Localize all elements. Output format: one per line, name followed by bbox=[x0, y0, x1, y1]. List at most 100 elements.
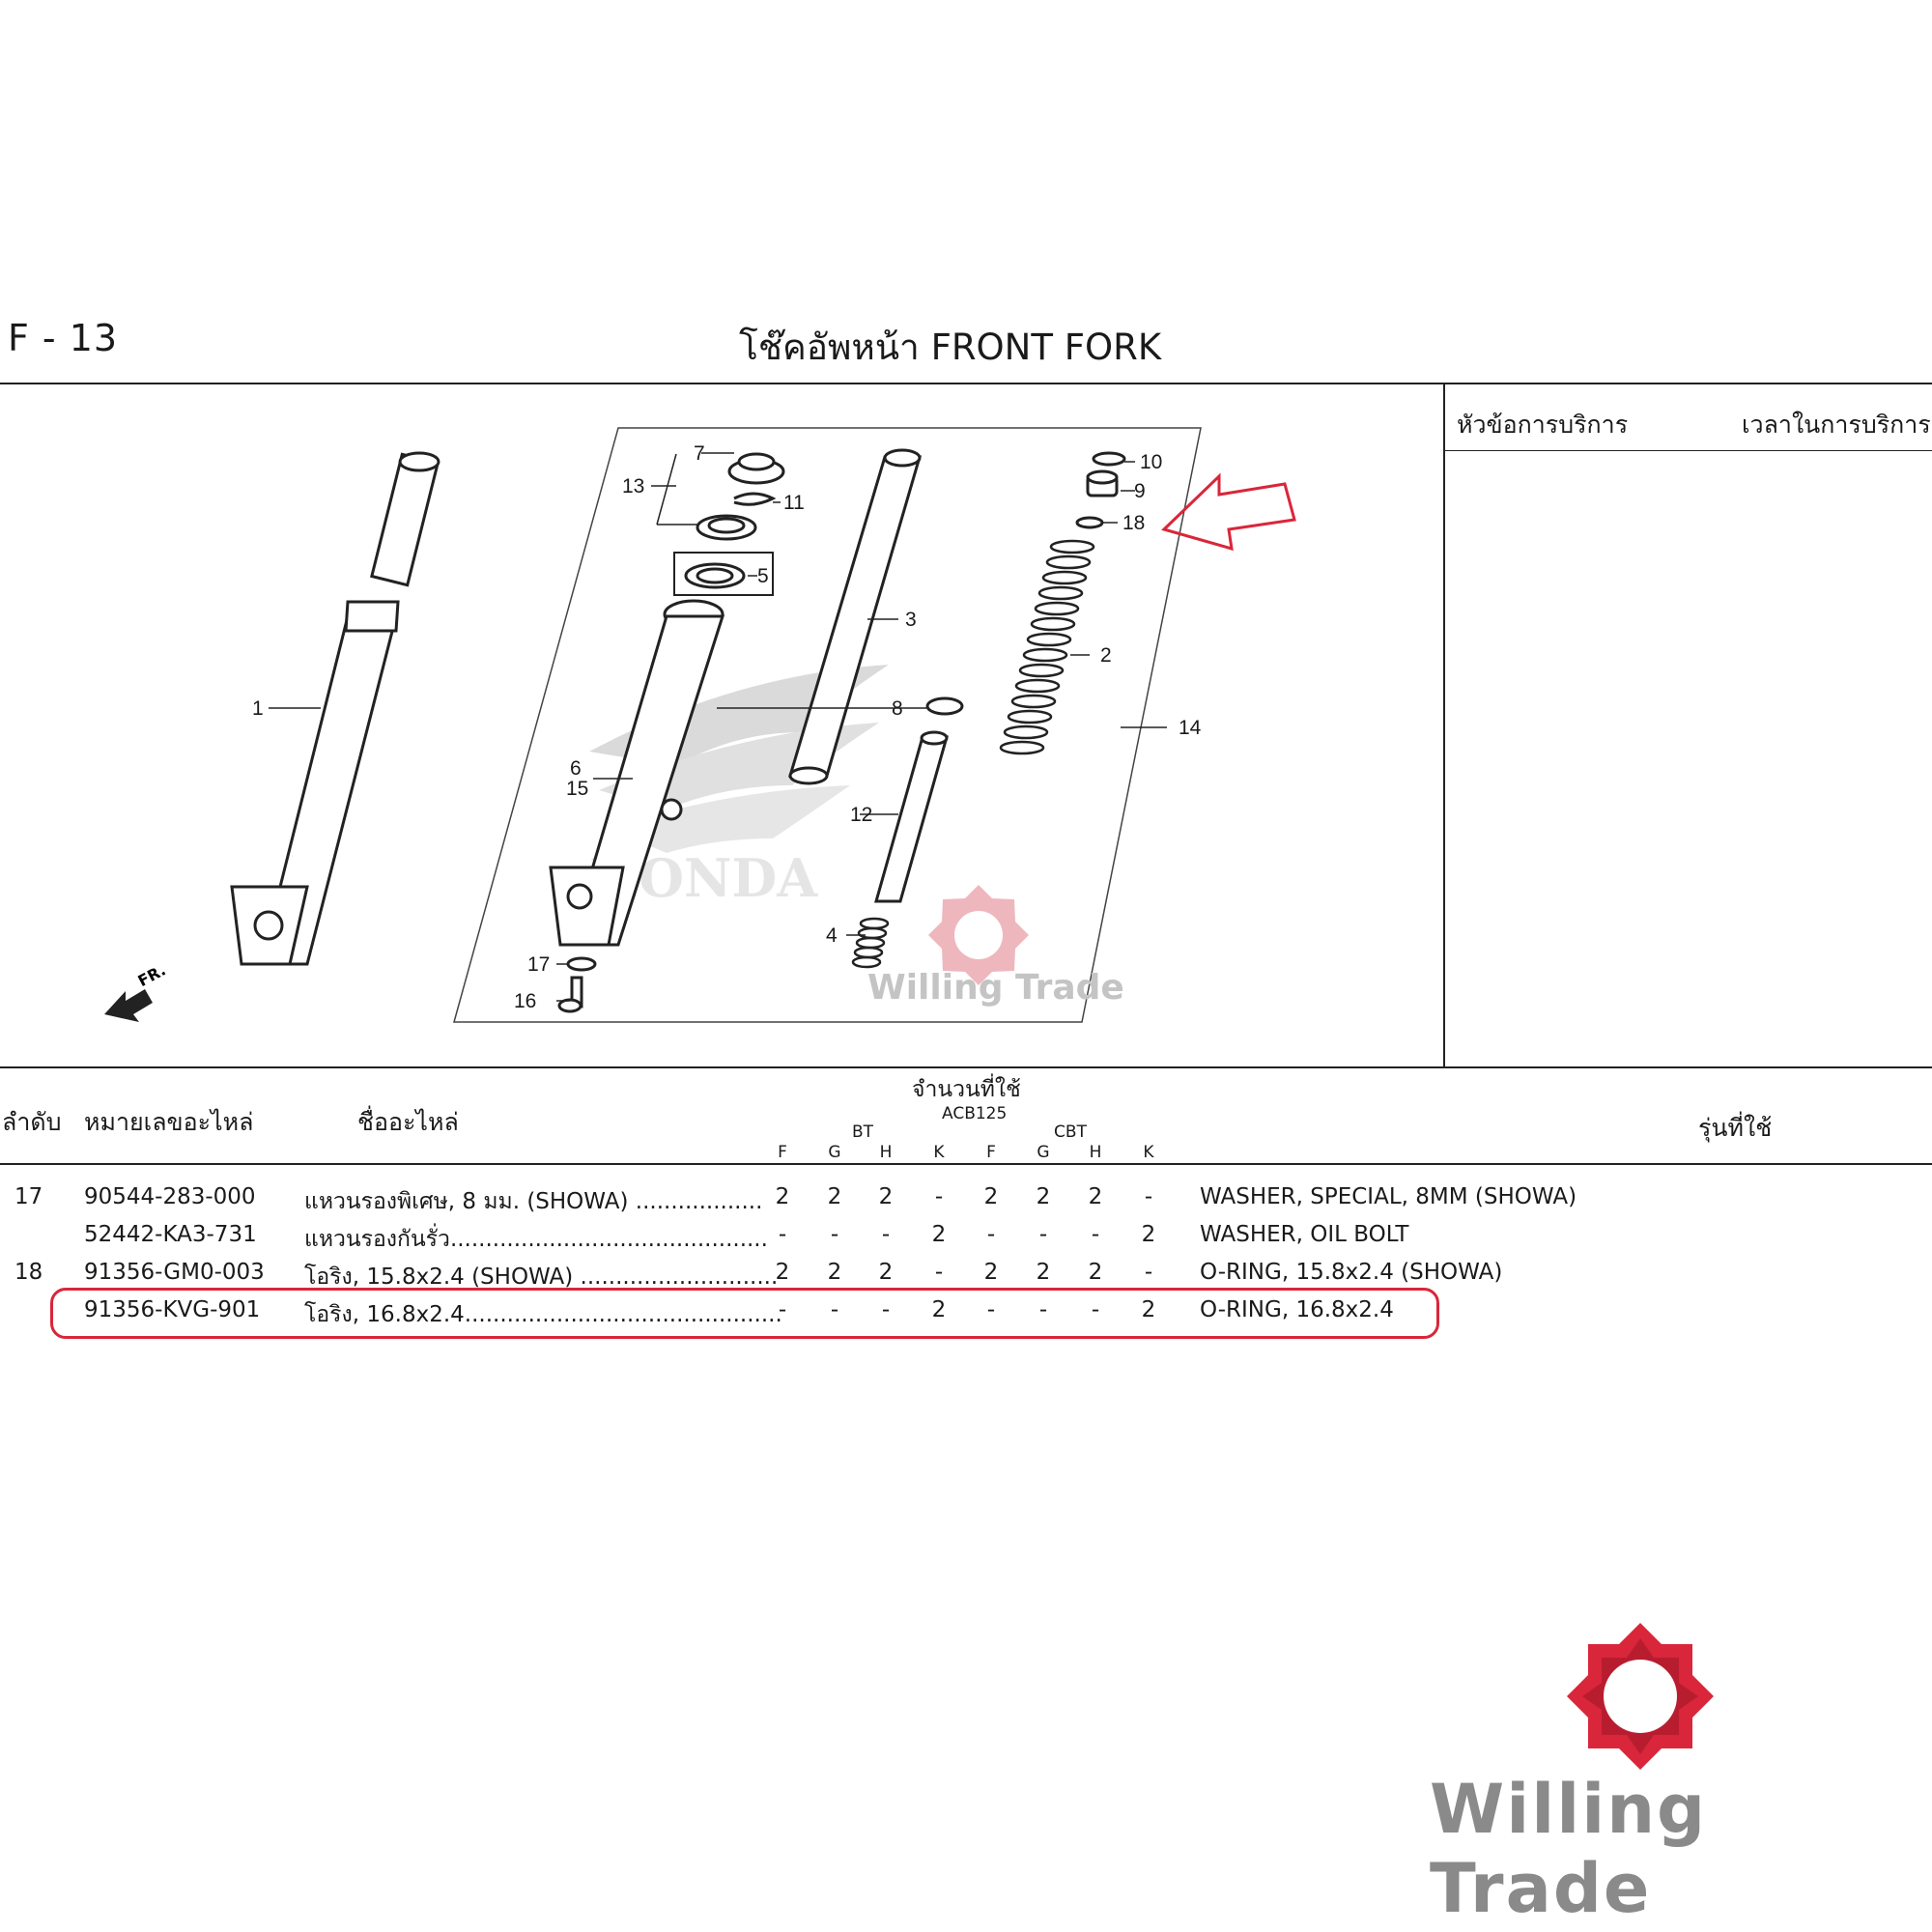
row-qty: - bbox=[1091, 1297, 1100, 1322]
service-panel-rule bbox=[1445, 450, 1932, 451]
col-part-number: หมายเลขอะไหล่ bbox=[84, 1108, 254, 1136]
row-qty: - bbox=[1038, 1222, 1048, 1247]
part-13-oil-seal bbox=[696, 514, 757, 541]
row-seq: 17 bbox=[14, 1184, 43, 1209]
callout-18: 18 bbox=[1122, 512, 1145, 534]
part-3-inner-tube bbox=[787, 448, 922, 785]
row-name-th: โอริง, 16.8x2.4.........................… bbox=[304, 1302, 782, 1327]
row-qty: - bbox=[1091, 1222, 1100, 1247]
callout-2: 2 bbox=[1100, 644, 1112, 667]
callout-6: 6 bbox=[570, 757, 582, 780]
col-qty-used: จำนวนที่ใช้ bbox=[912, 1077, 1021, 1102]
watermark-small-text: Willing Trade bbox=[867, 968, 1124, 1008]
row-qty: 2 bbox=[1141, 1297, 1156, 1322]
col-models-used: รุ่นที่ใช้ bbox=[1698, 1114, 1773, 1142]
callout-9: 9 bbox=[1134, 480, 1146, 502]
row-qty: 2 bbox=[1036, 1184, 1051, 1209]
page-code: F - 13 bbox=[8, 317, 119, 359]
callout-15: 15 bbox=[566, 778, 588, 800]
front-direction-arrow-icon: FR. bbox=[104, 960, 169, 1022]
row-qty: - bbox=[1144, 1184, 1153, 1209]
brand-logo-icon bbox=[1567, 1623, 1714, 1770]
part-17-washer bbox=[566, 956, 597, 972]
row-qty: 2 bbox=[775, 1184, 790, 1209]
row-qty: - bbox=[778, 1297, 787, 1322]
part-16-socket-bolt bbox=[557, 976, 583, 1013]
leader-lines bbox=[269, 452, 1167, 1002]
part-18-o-ring bbox=[1075, 516, 1104, 529]
part-6-lower-leg bbox=[549, 599, 725, 947]
row-part-number: 90544-283-000 bbox=[84, 1184, 256, 1209]
callout-1: 1 bbox=[252, 697, 264, 720]
row-qty: 2 bbox=[827, 1184, 842, 1209]
part-9-bolt-cap bbox=[1086, 469, 1119, 497]
row-qty: - bbox=[986, 1297, 996, 1322]
callout-7: 7 bbox=[694, 442, 705, 465]
row-part-number: 91356-KVG-901 bbox=[84, 1297, 261, 1322]
variant-col: F bbox=[778, 1143, 787, 1162]
row-name-th: แหวนรองพิเศษ, 8 มม. (SHOWA) ............… bbox=[304, 1189, 763, 1214]
variant-col: H bbox=[879, 1143, 893, 1162]
part-12-damper-rod bbox=[874, 730, 949, 903]
row-qty: - bbox=[986, 1222, 996, 1247]
service-panel-divider bbox=[1443, 383, 1445, 1066]
variant-col: G bbox=[828, 1143, 841, 1162]
row-qty: 2 bbox=[983, 1260, 999, 1285]
row-name-th: โอริง, 15.8x2.4 (SHOWA) ................… bbox=[304, 1264, 779, 1290]
variant-col: F bbox=[986, 1143, 996, 1162]
row-part-number: 52442-KA3-731 bbox=[84, 1222, 257, 1247]
row-qty: - bbox=[778, 1222, 787, 1247]
row-qty: 2 bbox=[931, 1222, 947, 1247]
col-seq: ลำดับ bbox=[2, 1108, 62, 1136]
table-header-divider bbox=[0, 1163, 1932, 1165]
row-qty: 2 bbox=[775, 1260, 790, 1285]
col-group-cbt: CBT bbox=[1054, 1122, 1087, 1142]
col-model-code: ACB125 bbox=[942, 1104, 1008, 1123]
row-qty: 2 bbox=[1088, 1260, 1103, 1285]
row-qty: 2 bbox=[1141, 1222, 1156, 1247]
part-7-dust-seal bbox=[727, 452, 785, 485]
callout-3: 3 bbox=[905, 609, 917, 631]
callout-16: 16 bbox=[514, 990, 536, 1012]
col-group-bt: BT bbox=[851, 1122, 874, 1142]
row-qty: 2 bbox=[878, 1260, 894, 1285]
part-10-stopper-ring bbox=[1092, 451, 1126, 467]
exploded-parts-diagram: HONDA bbox=[104, 427, 1296, 1023]
row-qty: 2 bbox=[827, 1260, 842, 1285]
page-title: โช๊คอัพหน้า FRONT FORK bbox=[739, 327, 1162, 368]
callout-5: 5 bbox=[757, 565, 769, 587]
row-name-en: O-RING, 15.8x2.4 (SHOWA) bbox=[1200, 1260, 1503, 1285]
logo-watermark-small bbox=[928, 885, 1029, 985]
variant-col: K bbox=[1143, 1143, 1154, 1162]
row-qty: - bbox=[934, 1184, 944, 1209]
header-divider bbox=[0, 383, 1932, 384]
row-qty: - bbox=[934, 1260, 944, 1285]
table-top-divider bbox=[0, 1066, 1932, 1068]
highlight-row-outline bbox=[50, 1288, 1439, 1339]
callout-8: 8 bbox=[892, 697, 903, 720]
callout-13: 13 bbox=[622, 475, 644, 497]
row-qty: - bbox=[830, 1297, 839, 1322]
callout-17: 17 bbox=[527, 953, 550, 976]
row-qty: 2 bbox=[1088, 1184, 1103, 1209]
part-2-fork-spring bbox=[999, 539, 1095, 755]
part-11-clip bbox=[733, 492, 777, 506]
row-qty: - bbox=[881, 1297, 891, 1322]
variant-col: H bbox=[1089, 1143, 1102, 1162]
row-name-en: WASHER, SPECIAL, 8MM (SHOWA) bbox=[1200, 1184, 1577, 1209]
part-5-backup-ring bbox=[684, 562, 746, 589]
table-row: 18 91356-GM0-003 โอริง, 15.8x2.4 (SHOWA)… bbox=[0, 1260, 1932, 1298]
service-topic-label: หัวข้อการบริการ bbox=[1457, 411, 1629, 439]
row-qty: - bbox=[881, 1222, 891, 1247]
table-row: 52442-KA3-731 แหวนรองกันรั่ว............… bbox=[0, 1222, 1932, 1261]
part-4-rebound-spring bbox=[851, 917, 890, 969]
assembly-outline bbox=[453, 427, 1202, 1023]
row-qty: - bbox=[830, 1222, 839, 1247]
table-row: 17 90544-283-000 แหวนรองพิเศษ, 8 มม. (SH… bbox=[0, 1184, 1932, 1223]
callout-10: 10 bbox=[1140, 451, 1162, 473]
row-qty: - bbox=[1144, 1260, 1153, 1285]
front-direction-label: FR. bbox=[135, 960, 169, 990]
highlight-arrow-icon bbox=[1161, 472, 1296, 552]
row-name-en: O-RING, 16.8x2.4 bbox=[1200, 1297, 1394, 1322]
row-name-th: แหวนรองกันรั่ว..........................… bbox=[304, 1227, 768, 1252]
